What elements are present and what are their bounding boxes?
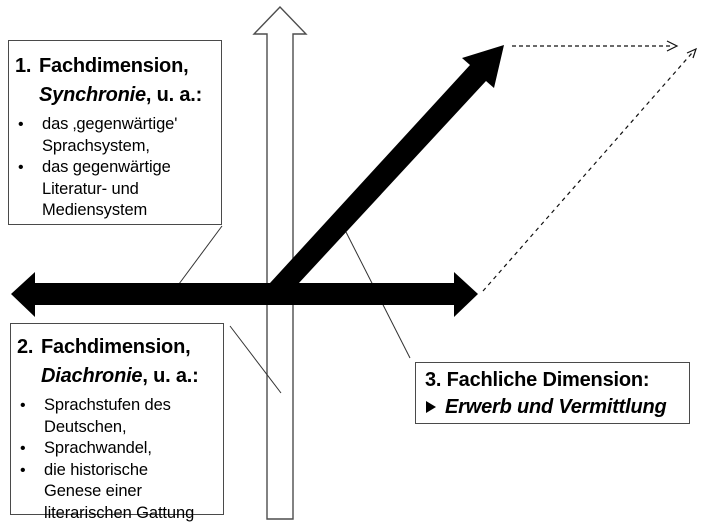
box-3-fachliche-dimension: 3. Fachliche Dimension: Erwerb und Vermi…: [415, 362, 690, 424]
box-1-bullet-list: • das ‚gegenwärtige' Sprachsystem, • das…: [15, 114, 217, 222]
bullet-dot: •: [20, 461, 26, 479]
dashed-horizontal-arrow: [512, 40, 679, 52]
connector-box2-to-vertical-arrow: [229, 325, 282, 394]
list-item: • Sprachstufen des Deutschen,: [17, 395, 219, 438]
diagonal-up-right-arrow: [270, 45, 504, 297]
bullet-dot: •: [18, 159, 24, 176]
bullet-dot: •: [20, 397, 26, 414]
connector-box1-to-horizontal-arrow: [175, 225, 223, 289]
box-2-title: 2. Fachdimension,Diachronie, u. a.:: [17, 333, 219, 391]
list-item: • das ‚gegenwärtige' Sprachsystem,: [15, 114, 217, 157]
list-item: • das gegenwärtige Literatur- und Medien…: [15, 157, 217, 222]
box-1-number: 1.: [15, 55, 32, 77]
bullet-dot: •: [20, 440, 26, 457]
bullet-dot: •: [18, 116, 24, 133]
box-2-bullet-list: • Sprachstufen des Deutschen, • Sprachwa…: [17, 395, 219, 524]
box-1-fachdimension-synchronie: 1. Fachdimension,Synchronie, u. a.: • da…: [8, 40, 222, 225]
vertical-axis-hollow-up-arrow: [252, 5, 308, 520]
right-arrowhead-icon: [426, 401, 436, 413]
box-1-title-text: Fachdimension,Synchronie, u. a.:: [39, 55, 203, 106]
box-1-title: 1. Fachdimension,Synchronie, u. a.:: [15, 52, 217, 110]
box-3-item: Erwerb und Vermittlung: [425, 394, 683, 420]
box-2-number: 2.: [17, 336, 34, 358]
box-2-fachdimension-diachronie: 2. Fachdimension,Diachronie, u. a.: • Sp…: [10, 323, 224, 522]
box-2-title-text: Fachdimension,Diachronie, u. a.:: [41, 336, 199, 387]
horizontal-axis-double-arrow: [11, 272, 478, 317]
list-item: • die historische Genese einer literaris…: [17, 460, 219, 525]
box-3-title: 3. Fachliche Dimension:: [425, 369, 650, 391]
dashed-diagonal-arrow: [482, 47, 697, 292]
list-item: • Sprachwandel,: [17, 438, 219, 460]
